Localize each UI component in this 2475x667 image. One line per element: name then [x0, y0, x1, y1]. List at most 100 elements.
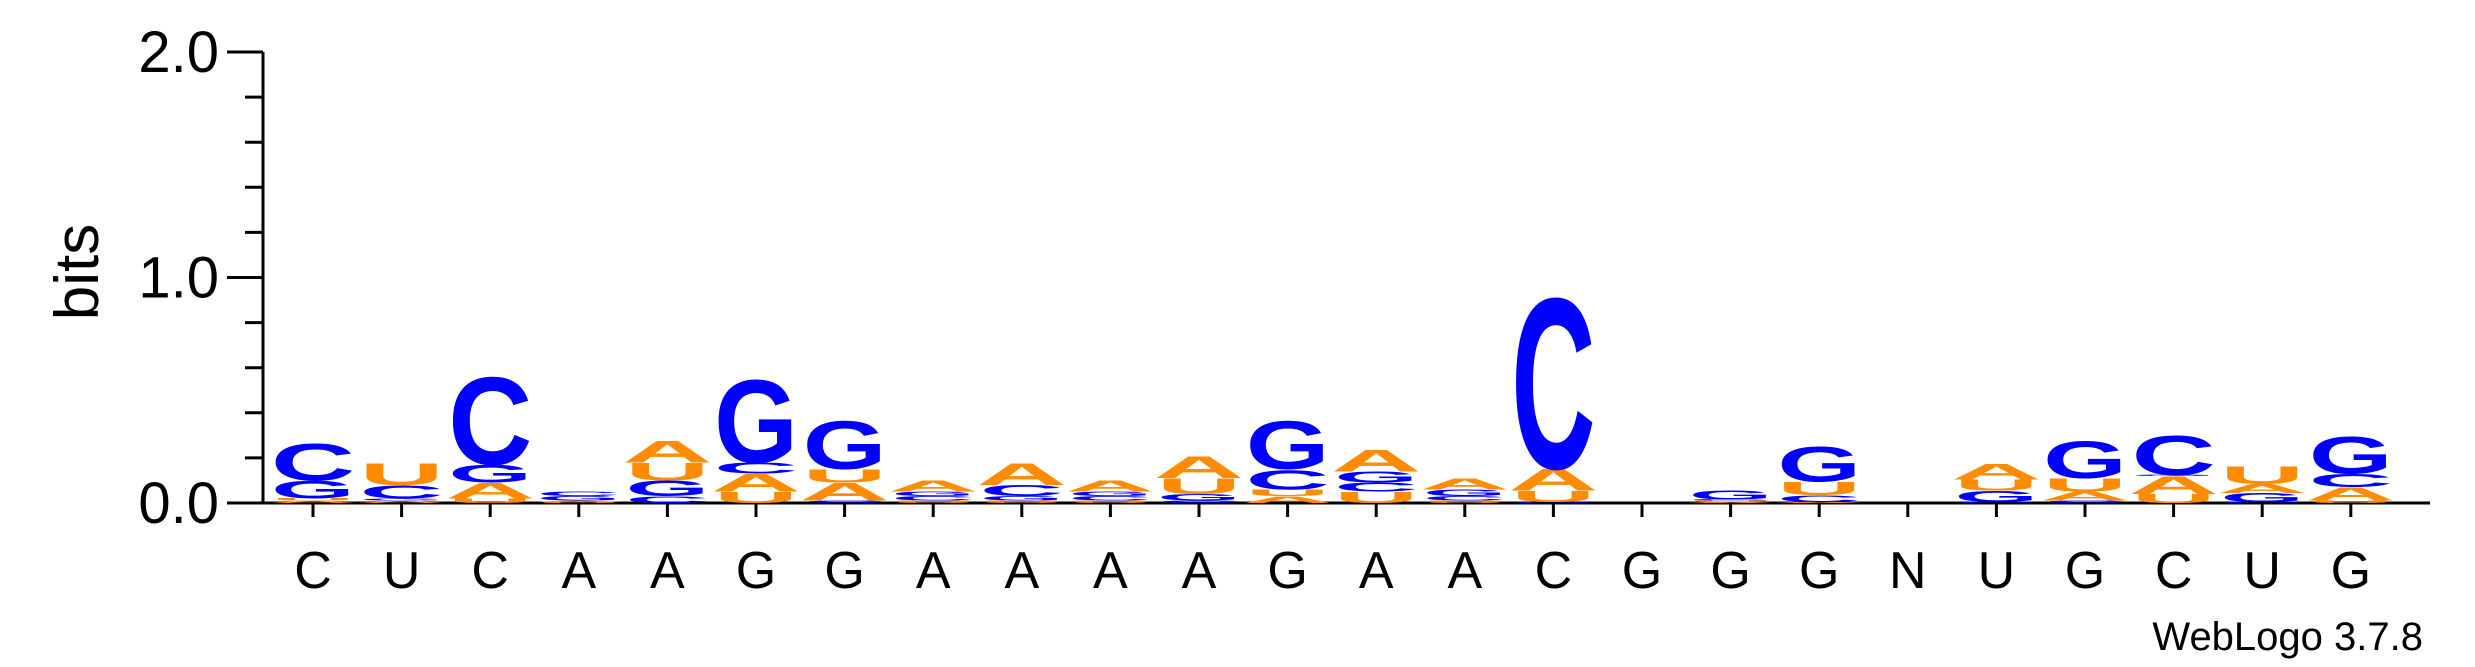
x-tick-label: G: [1710, 542, 1750, 600]
logo-letter-A: A: [1420, 475, 1511, 493]
logo-letter-G: G: [2043, 430, 2127, 490]
logo-letter-G: G: [1689, 489, 1773, 503]
logo-letter-G: G: [2220, 491, 2304, 505]
x-tick-label: G: [824, 542, 864, 600]
logo-letter-C: C: [271, 433, 355, 492]
logo-letter-A: A: [1242, 495, 1333, 505]
logo-letter-C: C: [1954, 502, 2038, 504]
logo-letter-A: A: [268, 500, 359, 503]
logo-letter-G: G: [1777, 436, 1861, 492]
logo-letter-U: U: [1511, 488, 1595, 505]
weblogo-version-label: WebLogo 3.7.8: [2152, 615, 2423, 659]
logo-letter-C: C: [359, 481, 443, 502]
logo-letter-G: G: [448, 460, 532, 488]
logo-letter-A: A: [1154, 450, 1245, 485]
logo-letter-A: A: [2040, 489, 2131, 503]
x-tick-label: N: [1889, 542, 1927, 600]
logo-letter-G: G: [1157, 492, 1241, 502]
x-tick-label: U: [2243, 542, 2281, 600]
x-tick-label: A: [1004, 542, 1039, 600]
logo-letter-A: A: [799, 478, 890, 506]
x-tick-label: A: [916, 542, 951, 600]
logo-letter-C: C: [537, 491, 621, 498]
x-tick-label: G: [2331, 542, 2371, 600]
y-tick-label: 0.0: [138, 471, 219, 536]
logo-letter-C: C: [714, 460, 798, 477]
logo-letter-A: A: [1774, 502, 1865, 504]
logo-letter-C: C: [980, 482, 1064, 499]
x-tick-label: G: [1267, 542, 1307, 600]
y-tick-label: 1.0: [138, 246, 219, 311]
logo-letter-C: C: [2131, 424, 2215, 487]
logo-letter-U: U: [1334, 489, 1418, 506]
x-tick-label: A: [561, 542, 596, 600]
logo-letter-C: C: [1245, 464, 1329, 496]
logo-letter-C: C: [1068, 495, 1152, 502]
logo-letter-G: G: [1246, 407, 1330, 484]
logo-letter-A: A: [445, 479, 536, 503]
logo-letter-G: G: [803, 407, 887, 484]
logo-letter-G: G: [2132, 475, 2216, 477]
y-tick-label: 2.0: [138, 20, 219, 85]
logo-letter-U: U: [537, 502, 621, 504]
logo-letter-A: A: [1331, 443, 1422, 478]
x-tick-label: A: [650, 542, 685, 600]
logo-letter-A: A: [1065, 478, 1156, 496]
logo-letter-U: U: [359, 457, 443, 492]
logo-letter-G: G: [980, 495, 1064, 502]
x-tick-label: A: [1447, 542, 1482, 600]
logo-letter-G: G: [891, 491, 975, 498]
x-tick-label: G: [2065, 542, 2105, 600]
logo-letter-C: C: [448, 351, 532, 492]
logo-letter-U: U: [2220, 461, 2304, 489]
logo-letter-U: U: [980, 500, 1064, 503]
logo-letter-A: A: [711, 469, 802, 497]
logo-letter-A: A: [1685, 502, 1776, 504]
logo-letter-A: A: [2306, 484, 2397, 505]
logo-letter-A: A: [1508, 462, 1599, 497]
logo-letter-G: G: [626, 477, 710, 501]
logo-letter-C: C: [1423, 495, 1507, 502]
y-axis-label: bits: [43, 224, 112, 320]
x-tick-label: C: [294, 542, 332, 600]
logo-letter-C: C: [1777, 493, 1861, 504]
logo-letter-U: U: [1157, 474, 1241, 499]
logo-letter-U: U: [2309, 500, 2393, 503]
logo-letter-U: U: [448, 497, 532, 504]
logo-letter-U: U: [714, 489, 798, 506]
logo-letter-C: C: [2220, 502, 2304, 504]
logo-letter-G: G: [360, 498, 444, 501]
logo-letter-A: A: [2128, 472, 2219, 500]
logo-letter-G: G: [537, 495, 621, 502]
logo-letter-A: A: [1951, 460, 2042, 484]
x-tick-label: C: [471, 542, 509, 600]
x-tick-label: U: [383, 542, 421, 600]
logo-letter-U: U: [891, 500, 975, 503]
logo-letter-C: C: [2043, 500, 2127, 503]
logo-letter-U: U: [271, 498, 355, 501]
logo-letter-G: G: [1334, 469, 1418, 487]
x-tick-label: C: [2155, 542, 2193, 600]
x-tick-label: G: [1622, 542, 1662, 600]
logo-letter-U: U: [1245, 488, 1329, 499]
x-tick-label: U: [1978, 542, 2016, 600]
logo-letter-C: C: [1334, 480, 1418, 494]
logo-letter-A: A: [2217, 481, 2308, 495]
logo-letter-G: G: [1955, 488, 2039, 506]
logo-letter-C: C: [1157, 500, 1241, 503]
logo-letter-U: U: [1423, 500, 1507, 503]
logo-letter-A: A: [977, 457, 1068, 492]
logo-letter-U: U: [1068, 500, 1152, 503]
logo-letter-G: G: [2309, 425, 2393, 485]
logo-letter-U: U: [625, 458, 709, 486]
logo-letter-G: G: [1512, 502, 1596, 504]
x-tick-label: A: [1093, 542, 1128, 600]
logo-letter-stacks: AUGCAGCUUAGCUAGCCGUAUACGCAUGUCGAUGCAUCGA…: [268, 247, 2396, 520]
x-tick-label: A: [1182, 542, 1217, 600]
logo-letter-C: C: [625, 494, 709, 505]
logo-letter-G: G: [1069, 491, 1153, 498]
logo-letter-C: C: [2309, 470, 2393, 491]
logo-letter-G: G: [1423, 488, 1507, 498]
